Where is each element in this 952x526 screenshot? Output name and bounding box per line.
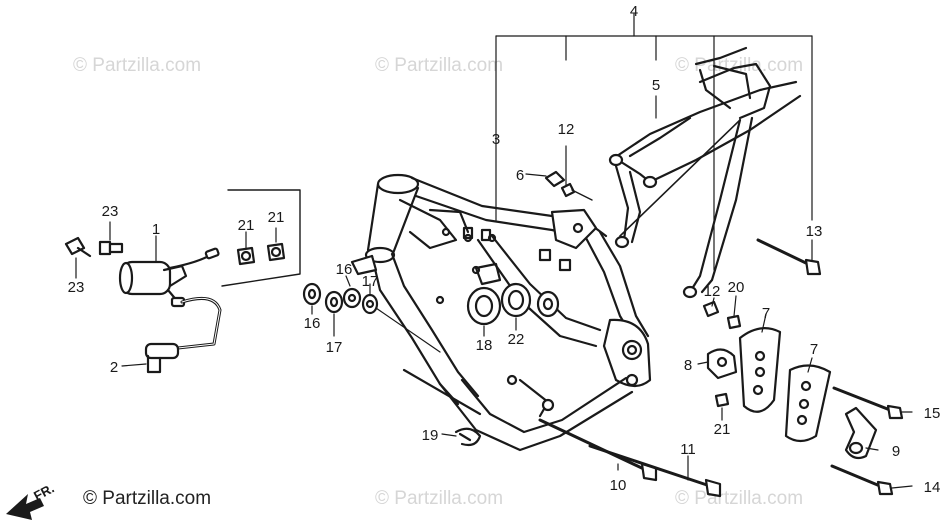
nut-21-frame: [714, 392, 730, 408]
bolt-23-lower: [64, 236, 92, 258]
mount-rubber-18: [466, 286, 502, 326]
callout-15: 15: [924, 405, 941, 422]
grommet-6: [544, 170, 566, 188]
ignition-coil: [118, 247, 220, 308]
callout-9: 9: [892, 443, 900, 460]
copyright-text: © Partzilla.com: [83, 488, 212, 509]
collar-17-left: [324, 290, 344, 314]
collar-17-right: [361, 293, 379, 315]
callout-14: 14: [924, 479, 941, 496]
coil-group-bracket: [221, 189, 301, 287]
clip-19: [454, 427, 482, 447]
callout-1: 1: [152, 221, 160, 238]
bolt-11: [588, 444, 722, 498]
mount-rubber-22: [500, 282, 532, 318]
collar-16-left: [302, 282, 322, 306]
watermark-bottom-center: © Partzilla.com: [375, 488, 504, 509]
callout-labels: 4 5 3 12 6 13 1 23 23 21 21 2 16 17 16 1…: [31, 3, 940, 504]
sub-frame: [608, 46, 802, 299]
footpeg-bracket-7-lower: [784, 364, 832, 443]
callout-6: 6: [516, 167, 524, 184]
bolt-12-upper: [560, 182, 593, 201]
callout-7-lower: 7: [810, 341, 818, 358]
watermark-top-left: © Partzilla.com: [73, 55, 202, 76]
callout-2: 2: [110, 359, 118, 376]
callout-7-upper: 7: [762, 305, 770, 322]
bolt-14: [830, 464, 894, 496]
callout-16-upper: 16: [336, 261, 353, 278]
callout-12-lower: 12: [704, 283, 721, 300]
nut-21-right: [266, 242, 286, 262]
bolt-15: [832, 386, 904, 420]
callout-23-lower: 23: [68, 279, 85, 296]
callout-18: 18: [476, 337, 493, 354]
callout-23-upper: 23: [102, 203, 119, 220]
callout-22: 22: [508, 331, 525, 348]
collar-axis-line: [375, 307, 441, 353]
callout-3: 3: [492, 131, 500, 148]
bracket-9: [844, 406, 878, 460]
callout-17-lower: 17: [326, 339, 343, 356]
mount-collar: [536, 290, 560, 318]
front-direction-label: FR.: [31, 480, 57, 503]
callout-11: 11: [680, 441, 696, 458]
nut-21-left: [236, 246, 256, 266]
callout-4: 4: [630, 3, 638, 20]
watermark-top-center: © Partzilla.com: [375, 55, 504, 76]
callout-5: 5: [652, 77, 660, 94]
callout-13: 13: [806, 223, 823, 240]
bolt-12-lower: [702, 300, 720, 318]
callout-21-left: 21: [238, 217, 255, 234]
callout-12-upper: 12: [558, 121, 575, 138]
callout-19: 19: [422, 427, 439, 444]
footpeg-bracket-7-upper: [738, 327, 782, 413]
main-frame: [350, 173, 652, 452]
footpeg-8: [706, 348, 738, 380]
leader-lines: [75, 13, 913, 489]
bolt-23-upper: [98, 240, 124, 256]
callout-8: 8: [684, 357, 692, 374]
callout-16-lower: 16: [304, 315, 321, 332]
callout-21-right: 21: [268, 209, 285, 226]
front-direction-arrow-icon: [6, 494, 44, 520]
nut-20: [726, 314, 742, 330]
spark-plug-lead: [144, 296, 222, 374]
callout-17-upper: 17: [362, 273, 379, 290]
callout-21-frame: 21: [714, 421, 731, 438]
bolt-13: [756, 238, 822, 276]
callout-20: 20: [728, 279, 745, 296]
callout-10: 10: [610, 477, 627, 494]
collar-16-right: [342, 287, 362, 309]
